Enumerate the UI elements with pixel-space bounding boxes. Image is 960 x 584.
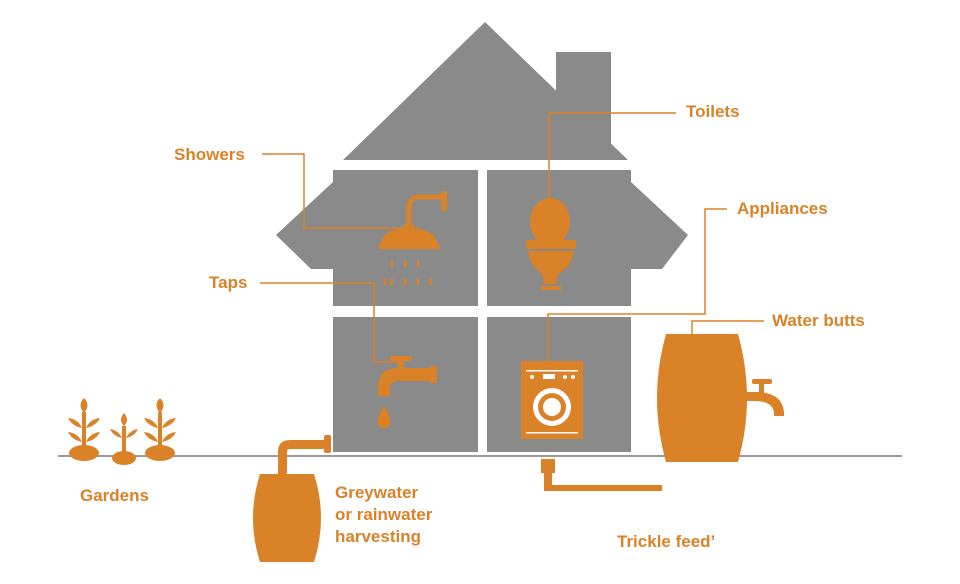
room-upper-left bbox=[276, 170, 478, 306]
tap-icon bbox=[377, 356, 437, 429]
shower-icon bbox=[378, 191, 447, 286]
room-upper-right bbox=[487, 170, 688, 306]
rainwater-tank-icon bbox=[253, 435, 331, 562]
greywater-line-3: harvesting bbox=[335, 527, 421, 546]
water-butts-label: Water butts bbox=[772, 311, 865, 330]
toilets-leader bbox=[548, 112, 676, 202]
greywater-label: Greywater or rainwater harvesting bbox=[335, 482, 432, 548]
showers-label: Showers bbox=[174, 145, 245, 164]
toilets-label: Toilets bbox=[686, 102, 740, 121]
appliances-label: Appliances bbox=[737, 199, 828, 218]
taps-leader bbox=[260, 282, 400, 363]
taps-label: Taps bbox=[209, 273, 248, 292]
plant-icon bbox=[68, 398, 176, 465]
room-lower-left bbox=[333, 317, 478, 452]
greywater-line-1: Greywater bbox=[335, 483, 419, 502]
water-butts-leader bbox=[691, 320, 764, 334]
trickle-feed-label: Trickle feed’ bbox=[617, 532, 716, 551]
chimney bbox=[556, 52, 611, 160]
appliances-leader bbox=[547, 208, 727, 365]
house-shape bbox=[276, 22, 688, 452]
toilet-icon bbox=[526, 198, 576, 290]
water-butt-icon bbox=[657, 334, 784, 462]
showers-leader bbox=[262, 153, 410, 229]
leader-lines bbox=[260, 112, 764, 365]
trickle-feed-pipe bbox=[541, 459, 662, 491]
gardens-label: Gardens bbox=[80, 486, 149, 505]
greywater-line-2: or rainwater bbox=[335, 505, 433, 524]
washing-machine-icon bbox=[521, 361, 583, 439]
